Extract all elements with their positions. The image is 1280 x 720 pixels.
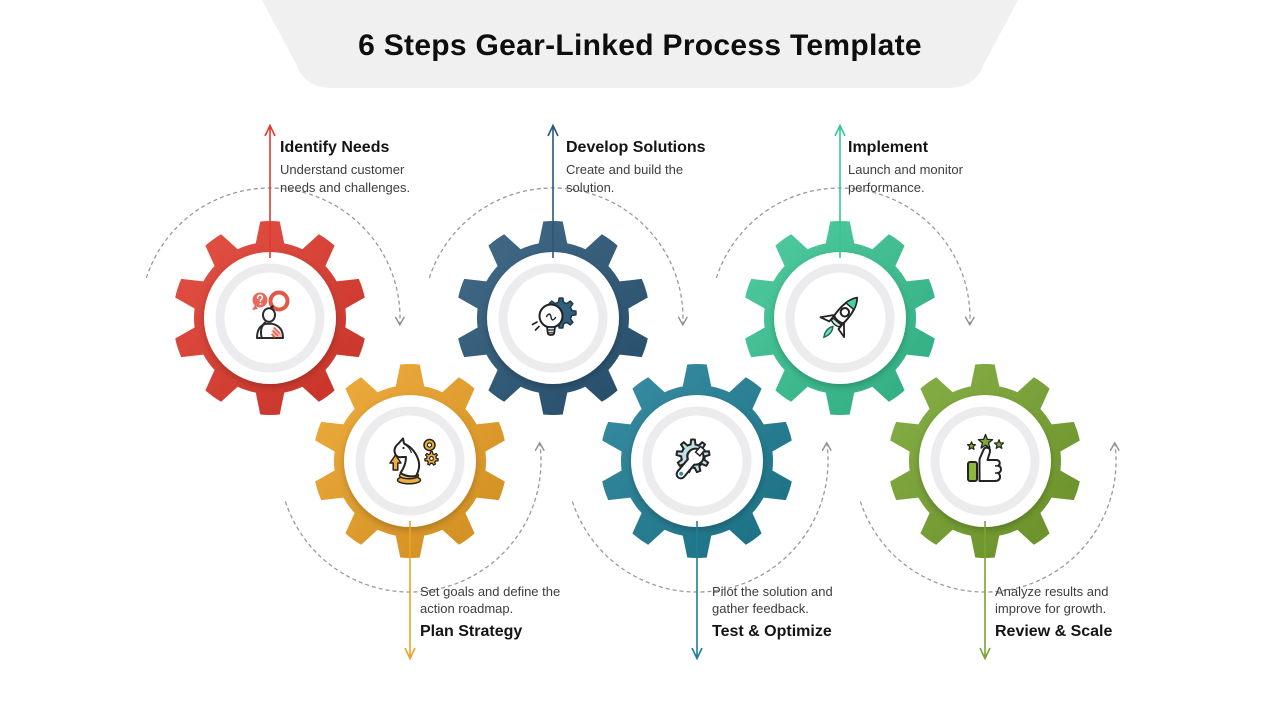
- step-label-implement: Implement Launch and monitor performance…: [848, 139, 998, 196]
- step-description: Set goals and define the action roadmap.: [420, 584, 561, 617]
- flow-arrow-review-scale: [979, 521, 991, 661]
- rotation-arrow-icon: [534, 441, 545, 452]
- step-title: Review & Scale: [995, 623, 1113, 641]
- rotation-arc-test-optimize: [571, 442, 829, 593]
- flow-arrow-implement: [834, 123, 846, 258]
- gear-unit-review-scale: [859, 363, 1120, 661]
- step-label-test-optimize: Pilot the solution and gather feedback. …: [712, 583, 870, 642]
- step-description: Pilot the solution and gather feedback.: [712, 584, 833, 617]
- rotation-arc-identify-needs: [145, 187, 401, 325]
- title-banner: [262, 0, 1018, 88]
- step-description: Create and build the solution.: [566, 162, 684, 195]
- flow-arrow-identify-needs: [264, 123, 276, 258]
- page-title: 6 Steps Gear-Linked Process Template: [358, 29, 922, 62]
- gear-unit-identify-needs: [145, 123, 405, 416]
- step-title: Implement: [848, 139, 929, 156]
- step-title: Test & Optimize: [712, 623, 832, 641]
- gear-unit-develop-solutions: [428, 123, 688, 416]
- rotation-arrow-icon: [964, 316, 975, 327]
- rotation-arc-develop-solutions: [428, 187, 684, 325]
- rotation-arrow-icon: [677, 316, 688, 327]
- rotation-arc-plan-strategy: [284, 442, 542, 593]
- step-description: Analyze results and improve for growth.: [995, 584, 1109, 617]
- flow-arrow-test-optimize: [691, 521, 703, 661]
- step-label-develop-solutions: Develop Solutions Create and build the s…: [566, 139, 718, 196]
- step-label-identify-needs: Identify Needs Understand customer needs…: [280, 139, 430, 196]
- step-description: Understand customer needs and challenges…: [280, 162, 411, 195]
- step-description: Launch and monitor performance.: [848, 162, 963, 195]
- gear-unit-plan-strategy: [284, 363, 545, 661]
- rotation-arrow-icon: [394, 316, 405, 327]
- step-label-review-scale: Analyze results and improve for growth. …: [995, 583, 1145, 642]
- flow-arrow-develop-solutions: [547, 123, 559, 258]
- step-title: Plan Strategy: [420, 623, 523, 641]
- step-title: Identify Needs: [280, 139, 390, 156]
- rotation-arc-review-scale: [859, 442, 1117, 593]
- rotation-arrow-icon: [821, 441, 832, 452]
- step-title: Develop Solutions: [566, 139, 706, 156]
- rotation-arc-implement: [715, 187, 971, 325]
- gear-unit-implement: [715, 123, 975, 416]
- flow-arrow-plan-strategy: [404, 521, 416, 661]
- gear-unit-test-optimize: [571, 363, 832, 661]
- rotation-arrow-icon: [1109, 441, 1120, 452]
- step-label-plan-strategy: Set goals and define the action roadmap.…: [420, 583, 595, 642]
